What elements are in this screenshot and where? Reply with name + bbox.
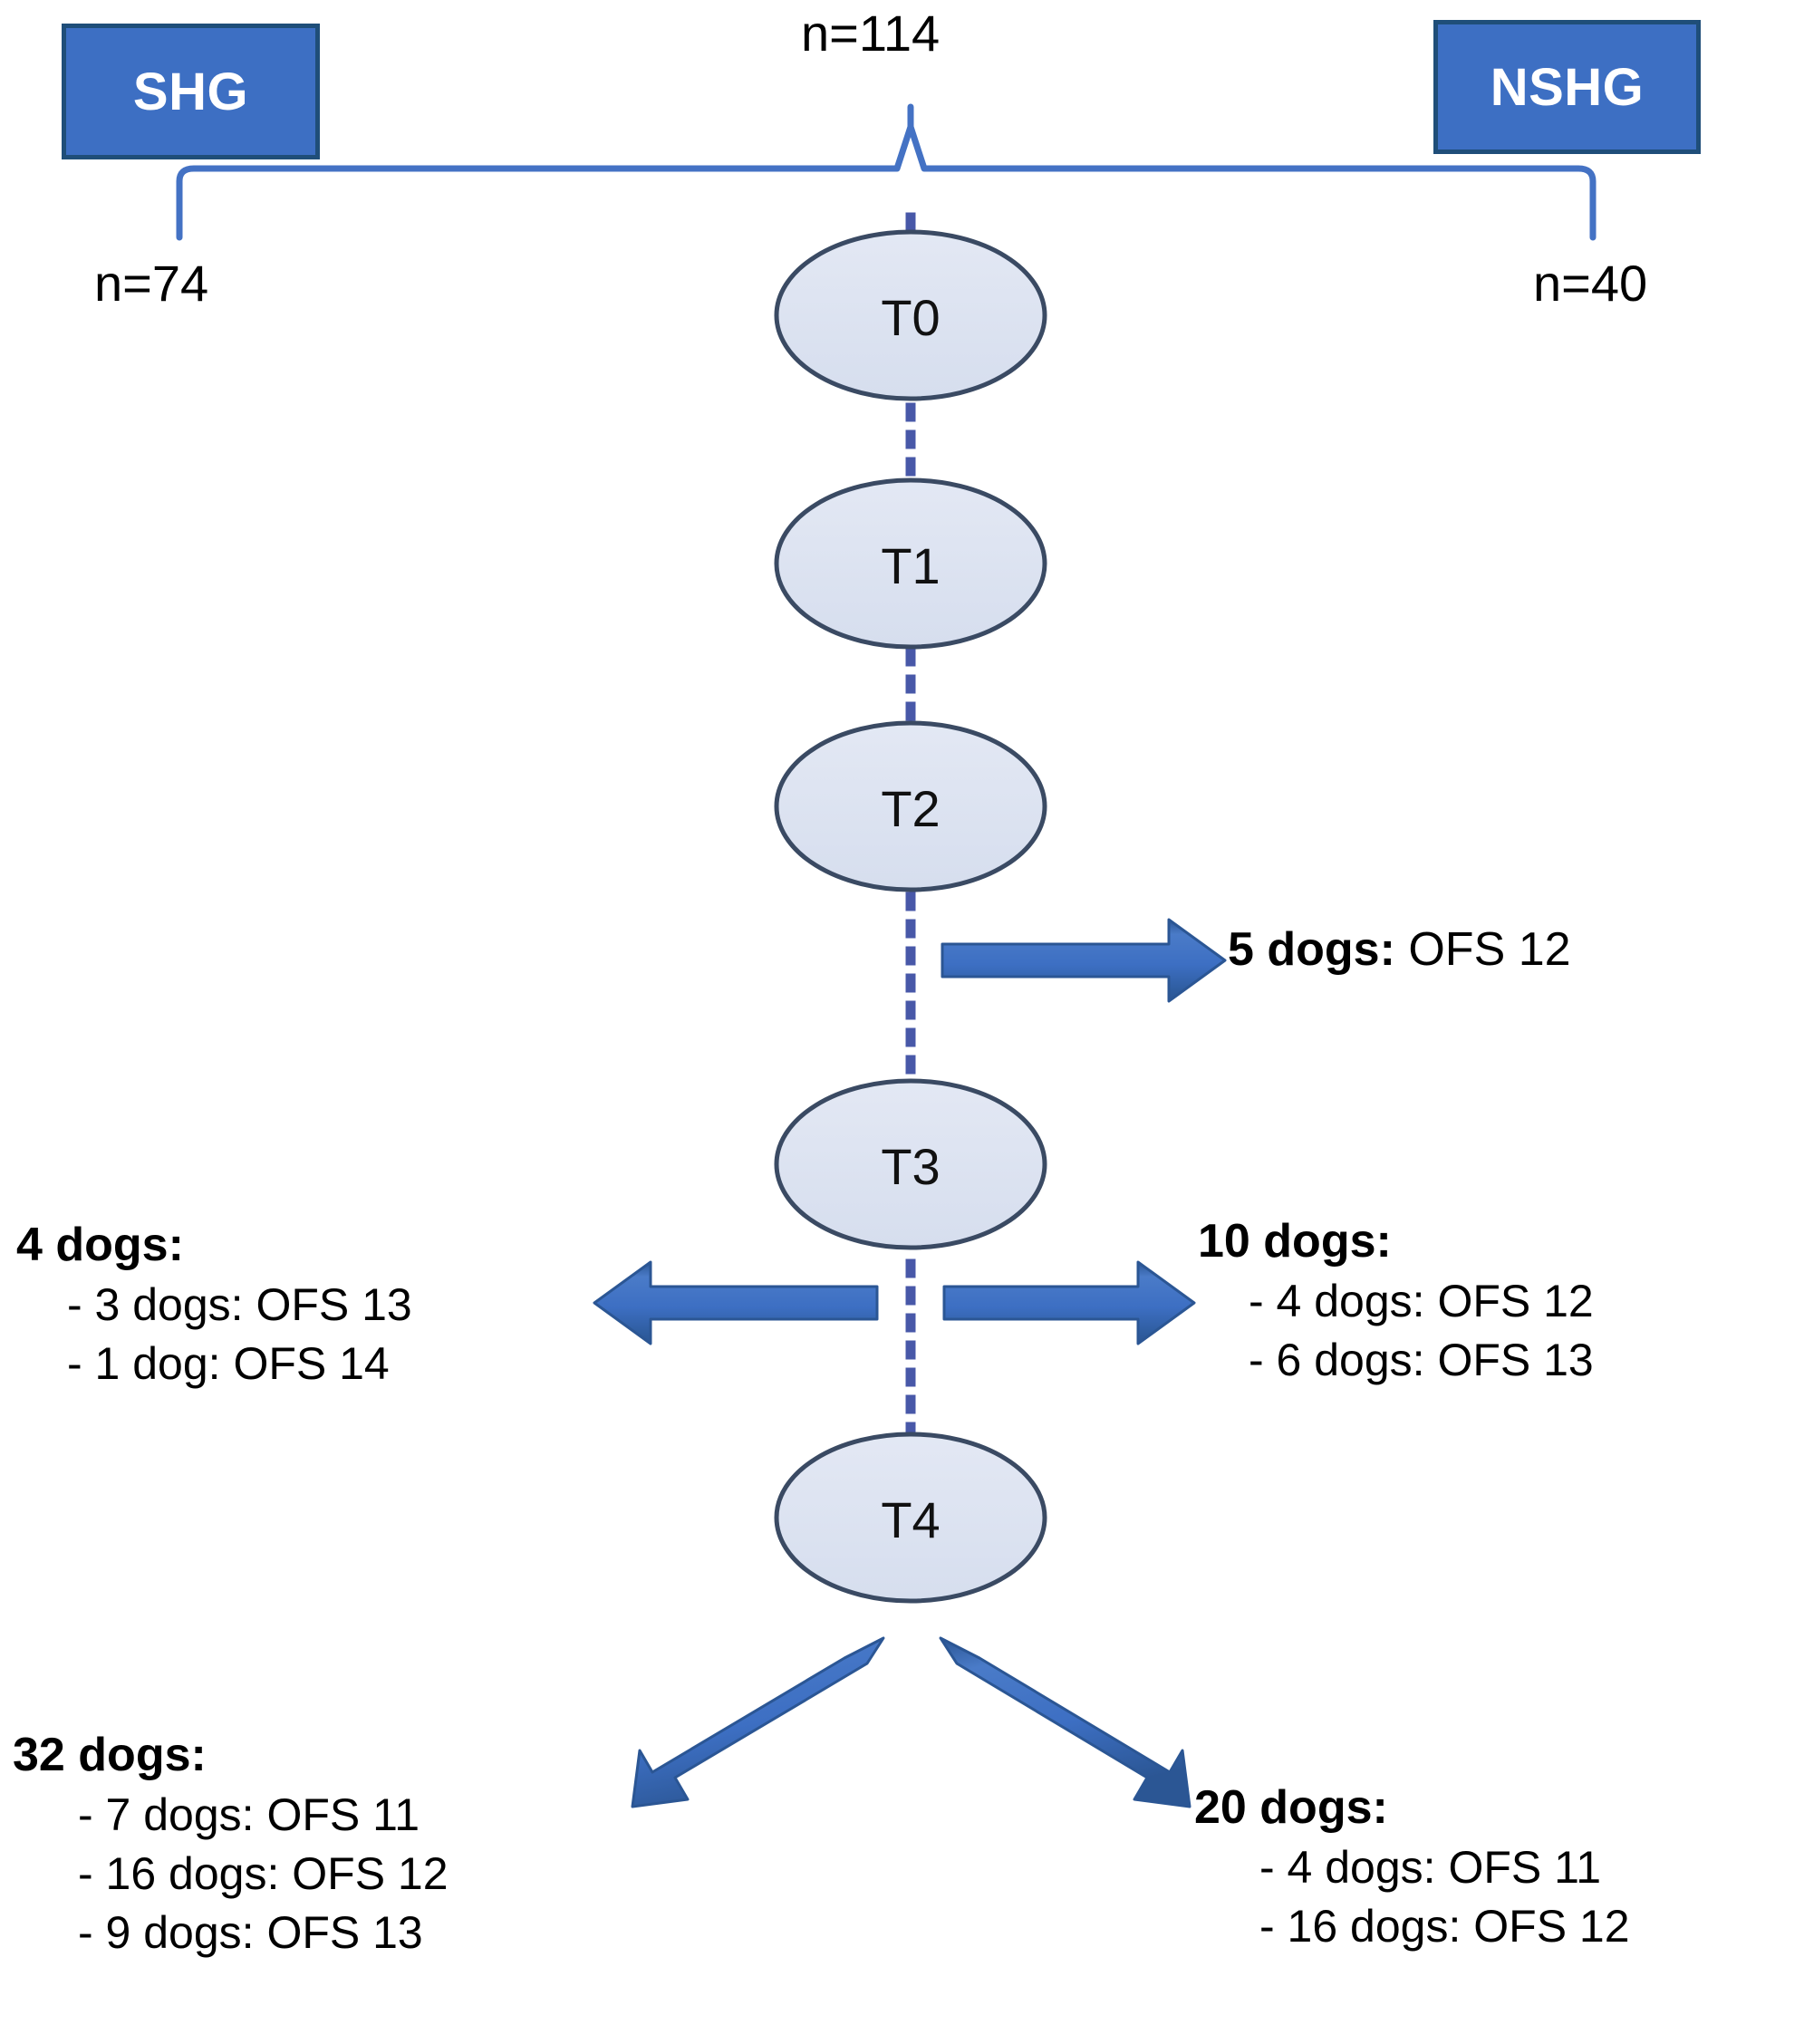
outcome-t4-right-item-0: - 4 dogs: OFS 11 (1259, 1841, 1602, 1893)
outcome-t4-left-item-0: - 7 dogs: OFS 11 (78, 1788, 420, 1840)
outcome-t3-right: 10 dogs: - 4 dogs: OFS 12 - 6 dogs: OFS … (1198, 1211, 1594, 1390)
outcome-t4-left-head: 32 dogs: (13, 1729, 207, 1781)
node-label-t2: T2 (881, 780, 941, 837)
outcome-t3-left-head: 4 dogs: (16, 1219, 184, 1271)
node-ellipse-t4 (774, 1432, 1047, 1604)
arrow-t3-right (942, 1260, 1196, 1345)
group-box-nshg-label: NSHG (1490, 57, 1645, 117)
outcome-t3-right-item-0: - 4 dogs: OFS 12 (1249, 1275, 1594, 1326)
group-box-shg[interactable]: SHG (62, 24, 320, 159)
node-label-t0: T0 (881, 289, 941, 346)
group-box-shg-label: SHG (132, 62, 249, 121)
node-label-t1: T1 (881, 537, 941, 594)
arrow-t3-left (593, 1260, 879, 1345)
outcome-t4-left-item-1: - 16 dogs: OFS 12 (78, 1847, 449, 1899)
group-bracket (176, 103, 1597, 241)
outcome-t2-right-head: 5 dogs: (1228, 923, 1395, 976)
node-ellipse-t3 (774, 1078, 1047, 1250)
nshg-count-label: n=40 (1533, 255, 1648, 312)
arrow-t2-right (941, 918, 1227, 1003)
outcome-t3-left-item-1: - 1 dog: OFS 14 (67, 1337, 390, 1389)
outcome-t4-right: 20 dogs: - 4 dogs: OFS 11 - 16 dogs: OFS… (1194, 1778, 1630, 1956)
total-count-label: n=114 (801, 5, 941, 62)
timepoint-nodes (774, 229, 1047, 1604)
outcome-t3-left-item-0: - 3 dogs: OFS 13 (67, 1278, 412, 1330)
arrow-t4-right (939, 1636, 1191, 1808)
outcome-t3-right-head: 10 dogs: (1198, 1215, 1392, 1268)
node-ellipse-t2 (774, 720, 1047, 892)
node-label-t3: T3 (881, 1138, 941, 1195)
shg-count-label: n=74 (94, 255, 209, 312)
outcome-t4-left: 32 dogs: - 7 dogs: OFS 11 - 16 dogs: OFS… (13, 1725, 449, 1962)
outcome-t4-right-head: 20 dogs: (1194, 1781, 1388, 1834)
outcome-t4-right-item-1: - 16 dogs: OFS 12 (1259, 1900, 1630, 1952)
outcome-t3-left: 4 dogs: - 3 dogs: OFS 13 - 1 dog: OFS 14 (16, 1215, 412, 1393)
outcome-t2-right-value: OFS 12 (1408, 923, 1571, 976)
node-ellipse-t1 (774, 477, 1047, 650)
outcome-t3-right-item-1: - 6 dogs: OFS 13 (1249, 1334, 1594, 1385)
outcome-t4-left-item-2: - 9 dogs: OFS 13 (78, 1906, 423, 1958)
arrow-t4-left (631, 1636, 885, 1808)
node-ellipse-t0 (774, 229, 1047, 401)
group-box-nshg[interactable]: NSHG (1433, 20, 1701, 154)
outcome-t2-right: 5 dogs: OFS 12 (1228, 922, 1571, 977)
node-label-t4: T4 (881, 1491, 941, 1548)
